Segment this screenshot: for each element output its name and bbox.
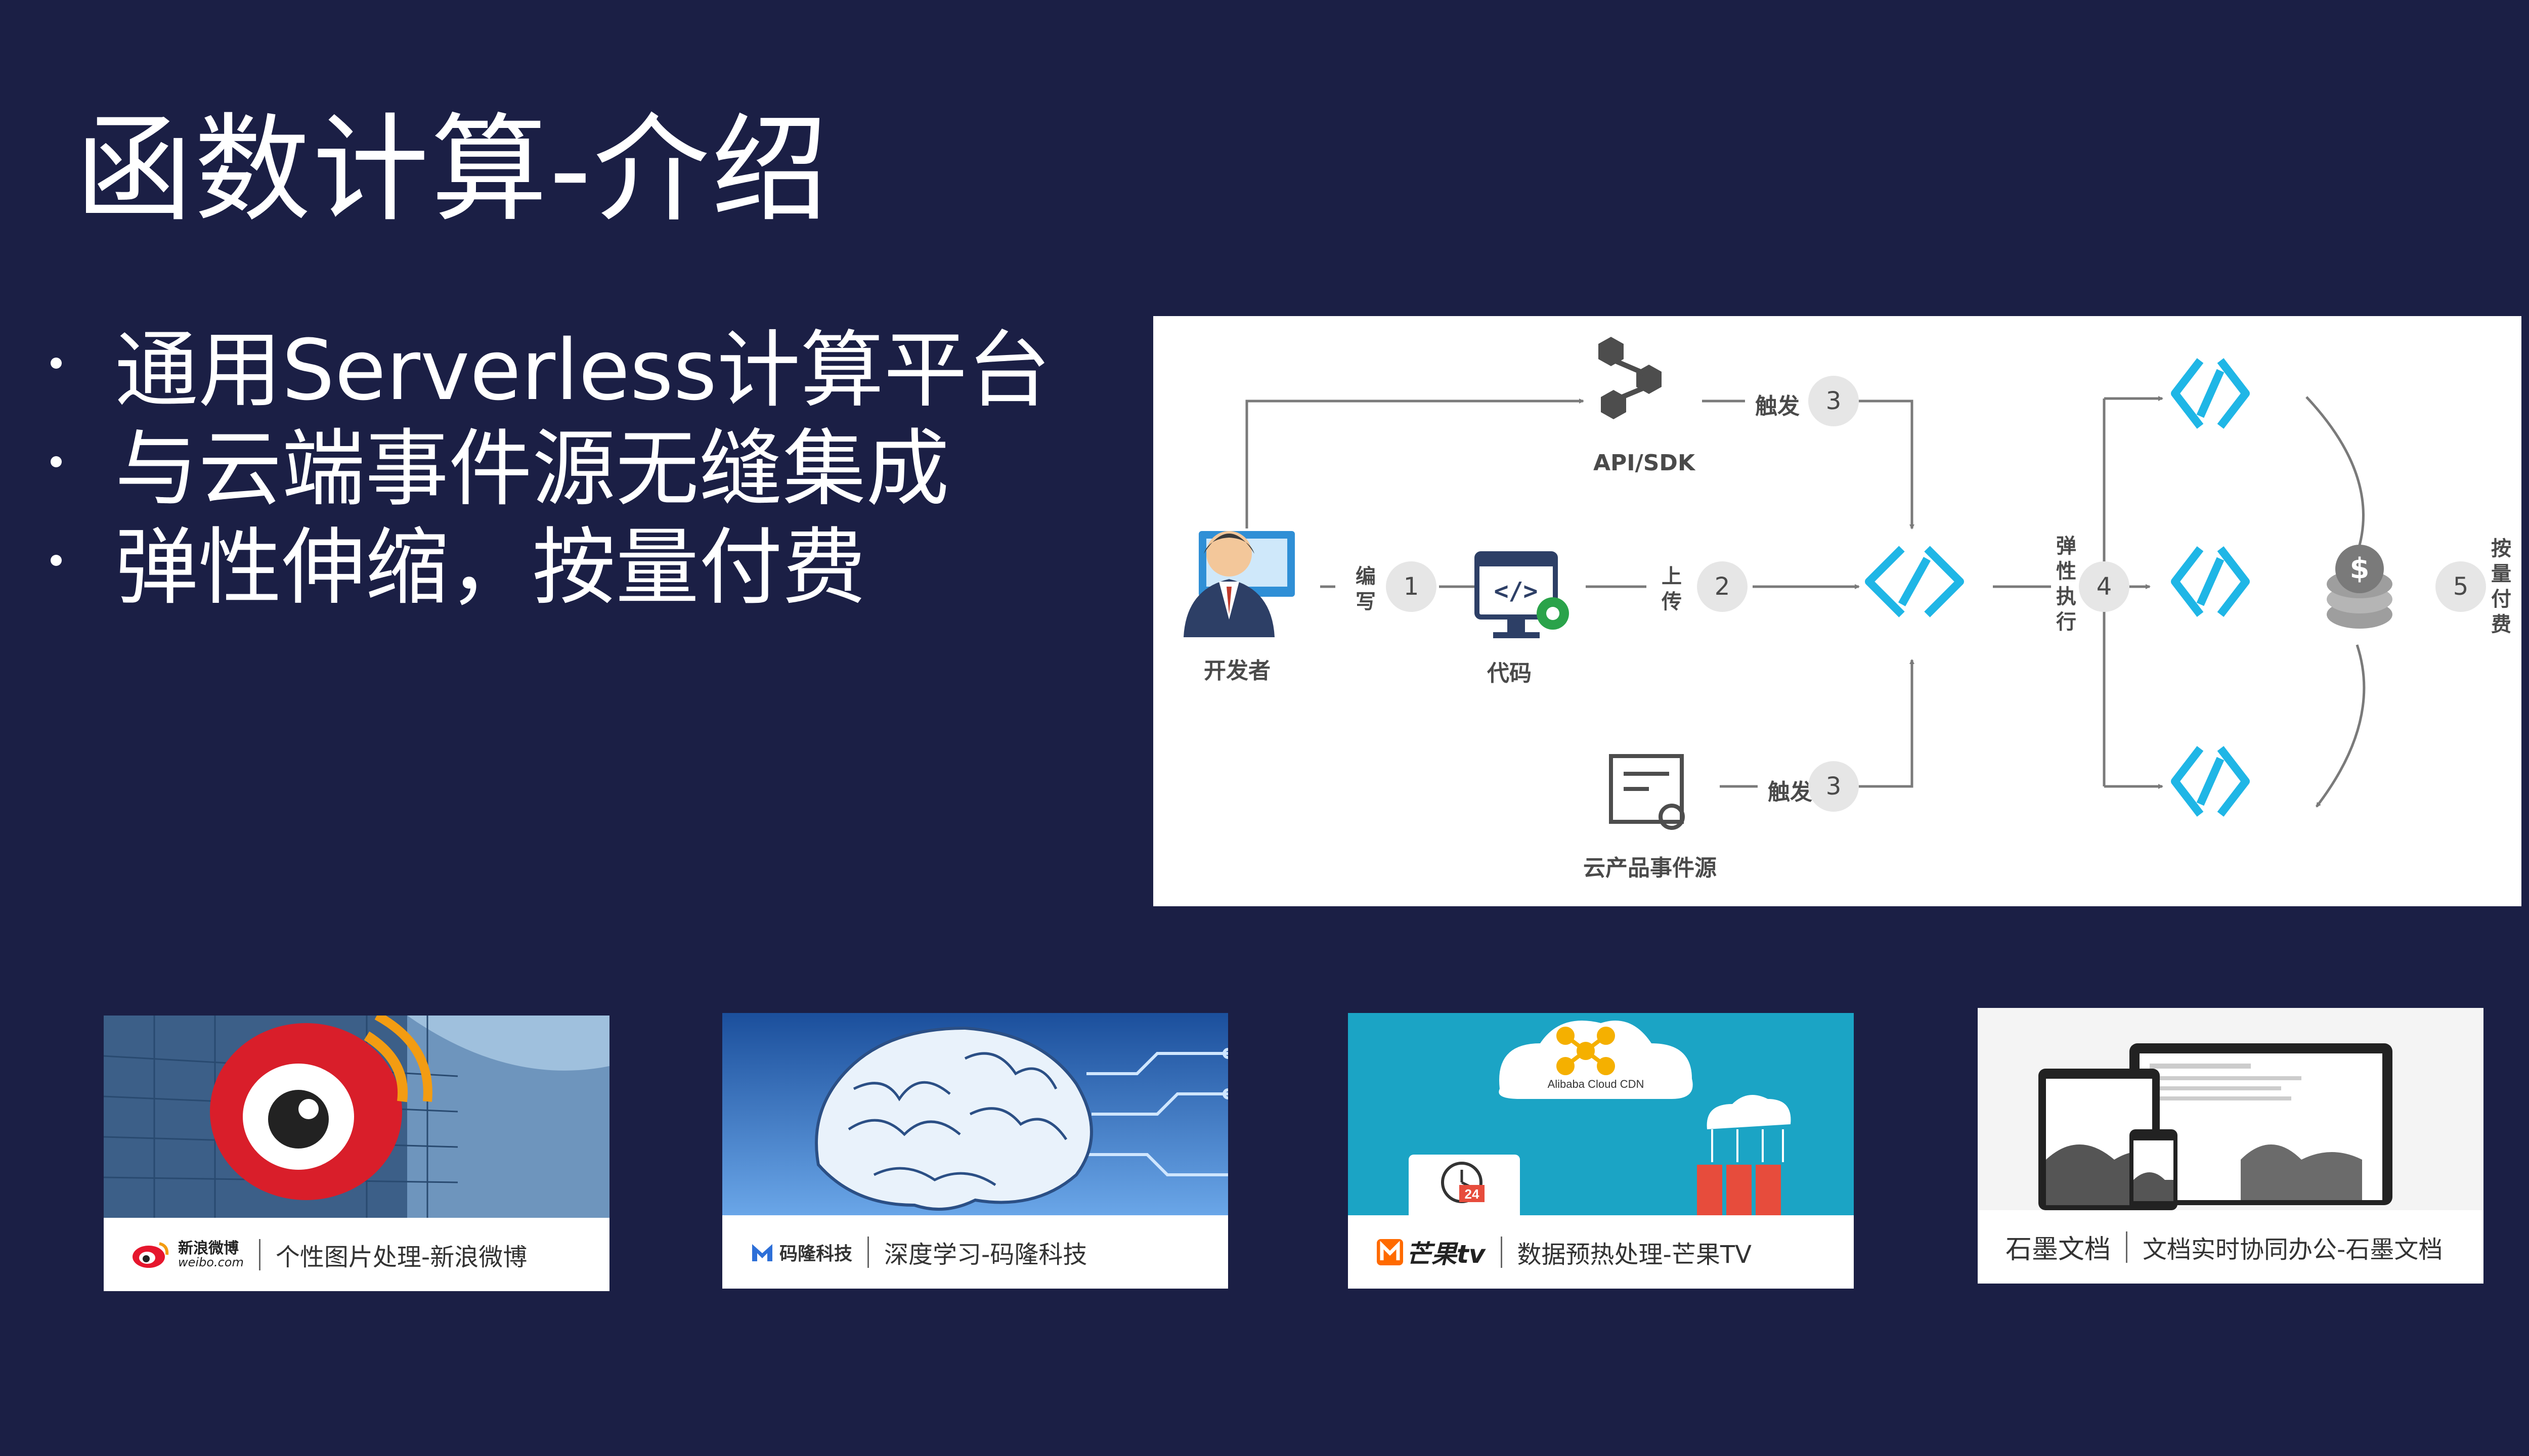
- case-caption-row: 芒果tv 数据预热处理-芒果TV: [1348, 1215, 1854, 1289]
- malong-brand-name: 码隆科技: [779, 1243, 853, 1264]
- case-caption-row: 石墨文档 文档实时协同办公-石墨文档: [1978, 1210, 2483, 1284]
- coins-icon: $: [2327, 545, 2392, 629]
- case-caption-row: 新浪微博 weibo.com 个性图片处理-新浪微博: [104, 1218, 609, 1291]
- bullet-item: 通用Serverless计算平台: [51, 314, 1062, 419]
- event-source-icon: [1609, 754, 1685, 830]
- step-2-badge: 2: [1697, 561, 1748, 612]
- caption-divider: [867, 1236, 869, 1268]
- step-trigger-event-label: 触发: [1768, 779, 1812, 805]
- bullet-item: 弹性伸缩，按量付费: [51, 511, 1062, 616]
- case-card-shimo: 石墨文档 文档实时协同办公-石墨文档: [1978, 1008, 2483, 1284]
- code-icon: </>: [1474, 551, 1569, 638]
- weibo-building-image: [104, 1016, 609, 1218]
- case-caption-row: 码隆科技 深度学习-码隆科技: [722, 1215, 1228, 1289]
- bullet-text: 与云端事件源无缝集成: [115, 420, 949, 517]
- malong-logo-icon: [752, 1244, 772, 1261]
- cdn-image: Alibaba Cloud CDN 24: [1348, 1013, 1854, 1215]
- step-5-badge: 5: [2435, 561, 2486, 612]
- case-caption: 深度学习-码隆科技: [884, 1240, 1087, 1269]
- caption-divider: [258, 1239, 260, 1270]
- case-caption: 个性图片处理-新浪微博: [275, 1243, 528, 1271]
- mangotv-logo: 芒果tv: [1376, 1234, 1486, 1270]
- weibo-brand-url: weibo.com: [178, 1255, 244, 1269]
- step-upload-label: 上传: [1662, 565, 1682, 613]
- event-source-label: 云产品事件源: [1583, 855, 1717, 881]
- step-trigger-api-label: 触发: [1755, 393, 1800, 419]
- malong-logo: 码隆科技: [750, 1239, 852, 1265]
- case-card-malong: 码隆科技 深度学习-码隆科技: [722, 1013, 1228, 1289]
- step-3-event-badge: 3: [1808, 761, 1859, 812]
- bullet-text: 弹性伸缩，按量付费: [115, 519, 866, 616]
- cdn-label: Alibaba Cloud CDN: [1548, 1078, 1644, 1090]
- workflow-arrows: </>: [1184, 337, 2392, 830]
- step-1-badge: 1: [1386, 561, 1436, 612]
- caption-divider: [2126, 1231, 2128, 1263]
- bullet-dot: [51, 456, 62, 467]
- developer-icon: [1184, 531, 1295, 637]
- mangotv-logo-icon: [1377, 1239, 1403, 1265]
- function-compute-icon: [1865, 358, 2250, 817]
- case-card-weibo: 新浪微博 weibo.com 个性图片处理-新浪微博: [104, 1016, 609, 1291]
- case-card-mangotv: Alibaba Cloud CDN 24 芒果tv 数据预热处理-芒果TV: [1348, 1013, 1854, 1289]
- weibo-logo: 新浪微博 weibo.com: [132, 1241, 244, 1268]
- shimo-logo: 石墨文档: [2005, 1234, 2111, 1265]
- bullet-item: 与云端事件源无缝集成: [51, 412, 1062, 517]
- case-caption: 文档实时协同办公-石墨文档: [2143, 1235, 2443, 1264]
- devices-image: [1978, 1008, 2483, 1210]
- step-3-api-badge: 3: [1808, 376, 1859, 426]
- svg-text:$: $: [2350, 552, 2370, 585]
- bullet-text: 通用Serverless计算平台: [115, 322, 1051, 419]
- code-label: 代码: [1487, 660, 1532, 686]
- step-4-badge: 4: [2079, 561, 2129, 612]
- workflow-diagram: </>: [1153, 316, 2521, 906]
- step-write-label: 编写: [1356, 565, 1376, 613]
- mangotv-brand-name: 芒果tv: [1406, 1239, 1486, 1269]
- weibo-brand-name: 新浪微博: [178, 1239, 239, 1257]
- slide-title: 函数计算-介绍: [76, 103, 830, 238]
- clock-badge: 24: [1465, 1186, 1479, 1202]
- bullet-list: 通用Serverless计算平台 与云端事件源无缝集成 弹性伸缩，按量付费: [51, 314, 1062, 616]
- caption-divider: [1500, 1236, 1502, 1268]
- step-elastic-label: 弹性执行: [2056, 535, 2076, 634]
- case-caption: 数据预热处理-芒果TV: [1517, 1240, 1752, 1269]
- step-billing-label: 按量付费: [2491, 537, 2511, 636]
- api-sdk-label: API/SDK: [1593, 450, 1695, 476]
- brain-image: [722, 1013, 1228, 1215]
- bullet-dot: [51, 554, 62, 566]
- api-sdk-icon: [1598, 337, 1662, 419]
- weibo-logo-icon: [133, 1242, 169, 1268]
- developer-label: 开发者: [1204, 658, 1271, 684]
- bullet-dot: [51, 357, 62, 369]
- svg-text:</>: </>: [1494, 577, 1538, 605]
